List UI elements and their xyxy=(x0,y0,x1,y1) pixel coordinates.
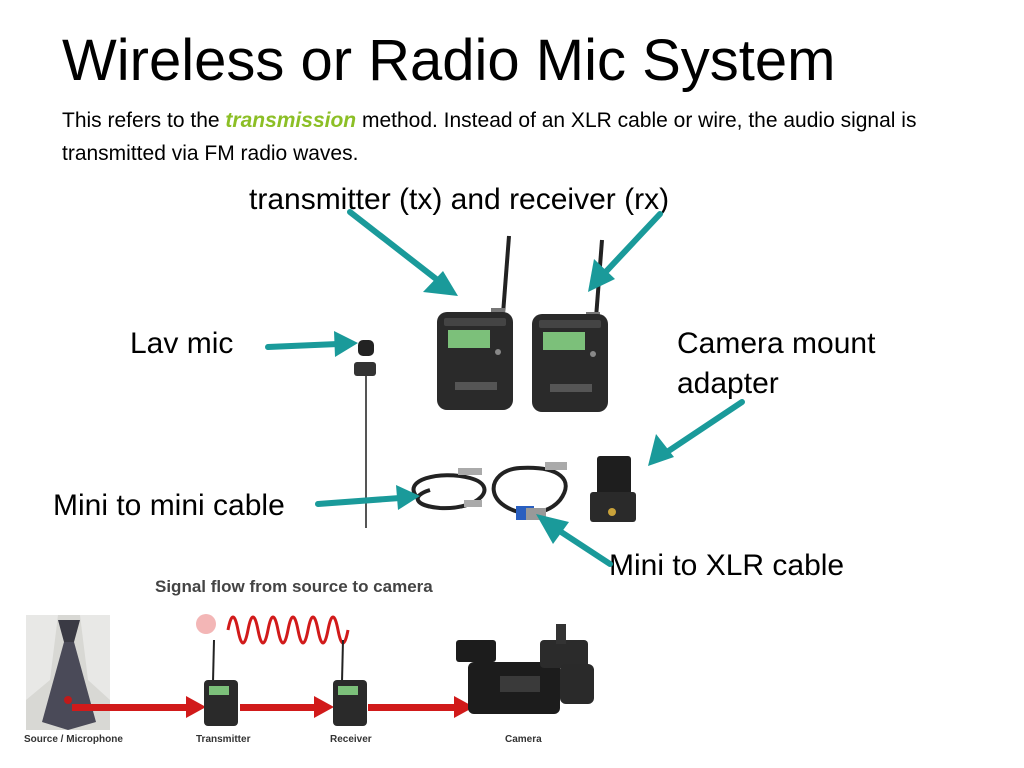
label-camera-mount-line1: Camera mount xyxy=(677,327,876,360)
arrow-to-mini-xlr-cable xyxy=(549,523,613,567)
mini-to-mini-cable-icon xyxy=(411,468,487,511)
arrow-to-mini-xlr-cable-head xyxy=(536,514,569,544)
flow-arrow-transmitter-to-receiver xyxy=(240,704,318,711)
caption-transmitter: Transmitter xyxy=(196,734,251,745)
arrow-to-receiver xyxy=(597,211,663,281)
arrow-to-mini-mini-cable-head xyxy=(396,485,420,510)
subtitle-text-pre: This refers to the xyxy=(62,109,226,132)
caption-source-microphone: Source / Microphone xyxy=(24,734,123,745)
subtitle-emphasis: transmission xyxy=(225,109,357,132)
flow-arrow-receiver-to-camera-head xyxy=(454,696,474,718)
caption-receiver: Receiver xyxy=(330,734,372,745)
flow-arrow-source-to-transmitter-head xyxy=(186,696,206,718)
source-microphone-icon xyxy=(26,615,110,730)
label-mini-to-mini-cable: Mini to mini cable xyxy=(53,489,285,522)
caption-camera: Camera xyxy=(505,734,542,745)
signal-flow-title: Signal flow from source to camera xyxy=(155,577,433,596)
flow-arrow-source-to-transmitter xyxy=(72,704,190,711)
label-mini-to-xlr-cable: Mini to XLR cable xyxy=(609,549,845,582)
arrow-to-mini-mini-cable xyxy=(315,495,403,507)
flow-arrow-receiver-to-camera xyxy=(368,704,458,711)
arrow-to-lav-mic xyxy=(265,341,341,350)
label-camera-mount-line2: adapter xyxy=(677,367,779,400)
label-transmitter-receiver: transmitter (tx) and receiver (rx) xyxy=(249,183,670,216)
subtitle-text-post: method. Instead of an XLR cable or wire,… xyxy=(62,109,917,165)
video-camera-icon xyxy=(456,624,594,714)
flow-receiver-icon xyxy=(333,639,367,726)
slide-title: Wireless or Radio Mic System xyxy=(62,28,836,93)
slide-subtitle: This refers to the transmission method. … xyxy=(62,104,962,170)
flow-arrow-transmitter-to-receiver-head xyxy=(314,696,334,718)
label-lav-mic: Lav mic xyxy=(130,327,234,360)
arrow-to-camera-mount-head xyxy=(648,434,674,466)
arrow-to-lav-mic-head xyxy=(334,331,358,357)
flow-transmitter-icon xyxy=(204,639,238,726)
radio-wave-icon xyxy=(196,614,350,645)
arrow-to-receiver-head xyxy=(588,259,615,292)
camera-mount-adapter-icon xyxy=(590,456,636,522)
arrow-to-transmitter-head xyxy=(423,271,458,296)
arrow-to-camera-mount xyxy=(661,399,745,457)
transmitter-icon xyxy=(437,235,513,410)
arrow-to-transmitter xyxy=(347,209,443,285)
